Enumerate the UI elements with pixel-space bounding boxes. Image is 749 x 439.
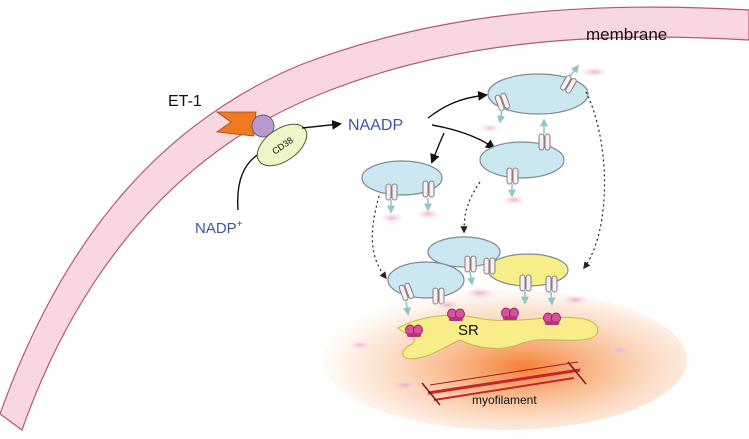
- vesicle-left: [361, 160, 443, 201]
- membrane-label: membrane: [586, 25, 667, 44]
- dotted-arrow-left: [371, 195, 387, 280]
- calcium-puffs: [350, 67, 632, 390]
- myofilament-icon: [421, 361, 587, 406]
- naadp-arrow-upper: [427, 91, 488, 119]
- vesicle-middle-right: [479, 133, 565, 185]
- nadp-label: NADP+: [195, 219, 243, 237]
- dotted-arrow-right: [583, 91, 606, 270]
- naadp-arrow-mid: [431, 124, 496, 150]
- vesicle-top: [487, 73, 589, 115]
- naadp-label: NAADP: [348, 117, 403, 134]
- cd38-receptor-icon: [251, 114, 275, 138]
- cd38-to-naadp-arrow: [301, 119, 342, 130]
- cd38-ellipse: [256, 123, 308, 167]
- sr-label: SR: [458, 322, 479, 339]
- myofilament-label: myofilament: [472, 393, 537, 407]
- vesicle-cluster: [387, 236, 569, 305]
- sarcoplasmic-reticulum: [397, 314, 599, 360]
- nadp-label-base: NADP: [195, 220, 237, 237]
- teal-release-arrows: [387, 64, 579, 316]
- naadp-arrow-lower: [430, 132, 445, 164]
- plasma-membrane: [0, 6, 749, 431]
- nadp-label-sup: +: [237, 219, 243, 230]
- et1-label: ET-1: [168, 93, 202, 110]
- et1-ligand-icon: [215, 111, 257, 137]
- dotted-arrow-middle: [460, 181, 481, 234]
